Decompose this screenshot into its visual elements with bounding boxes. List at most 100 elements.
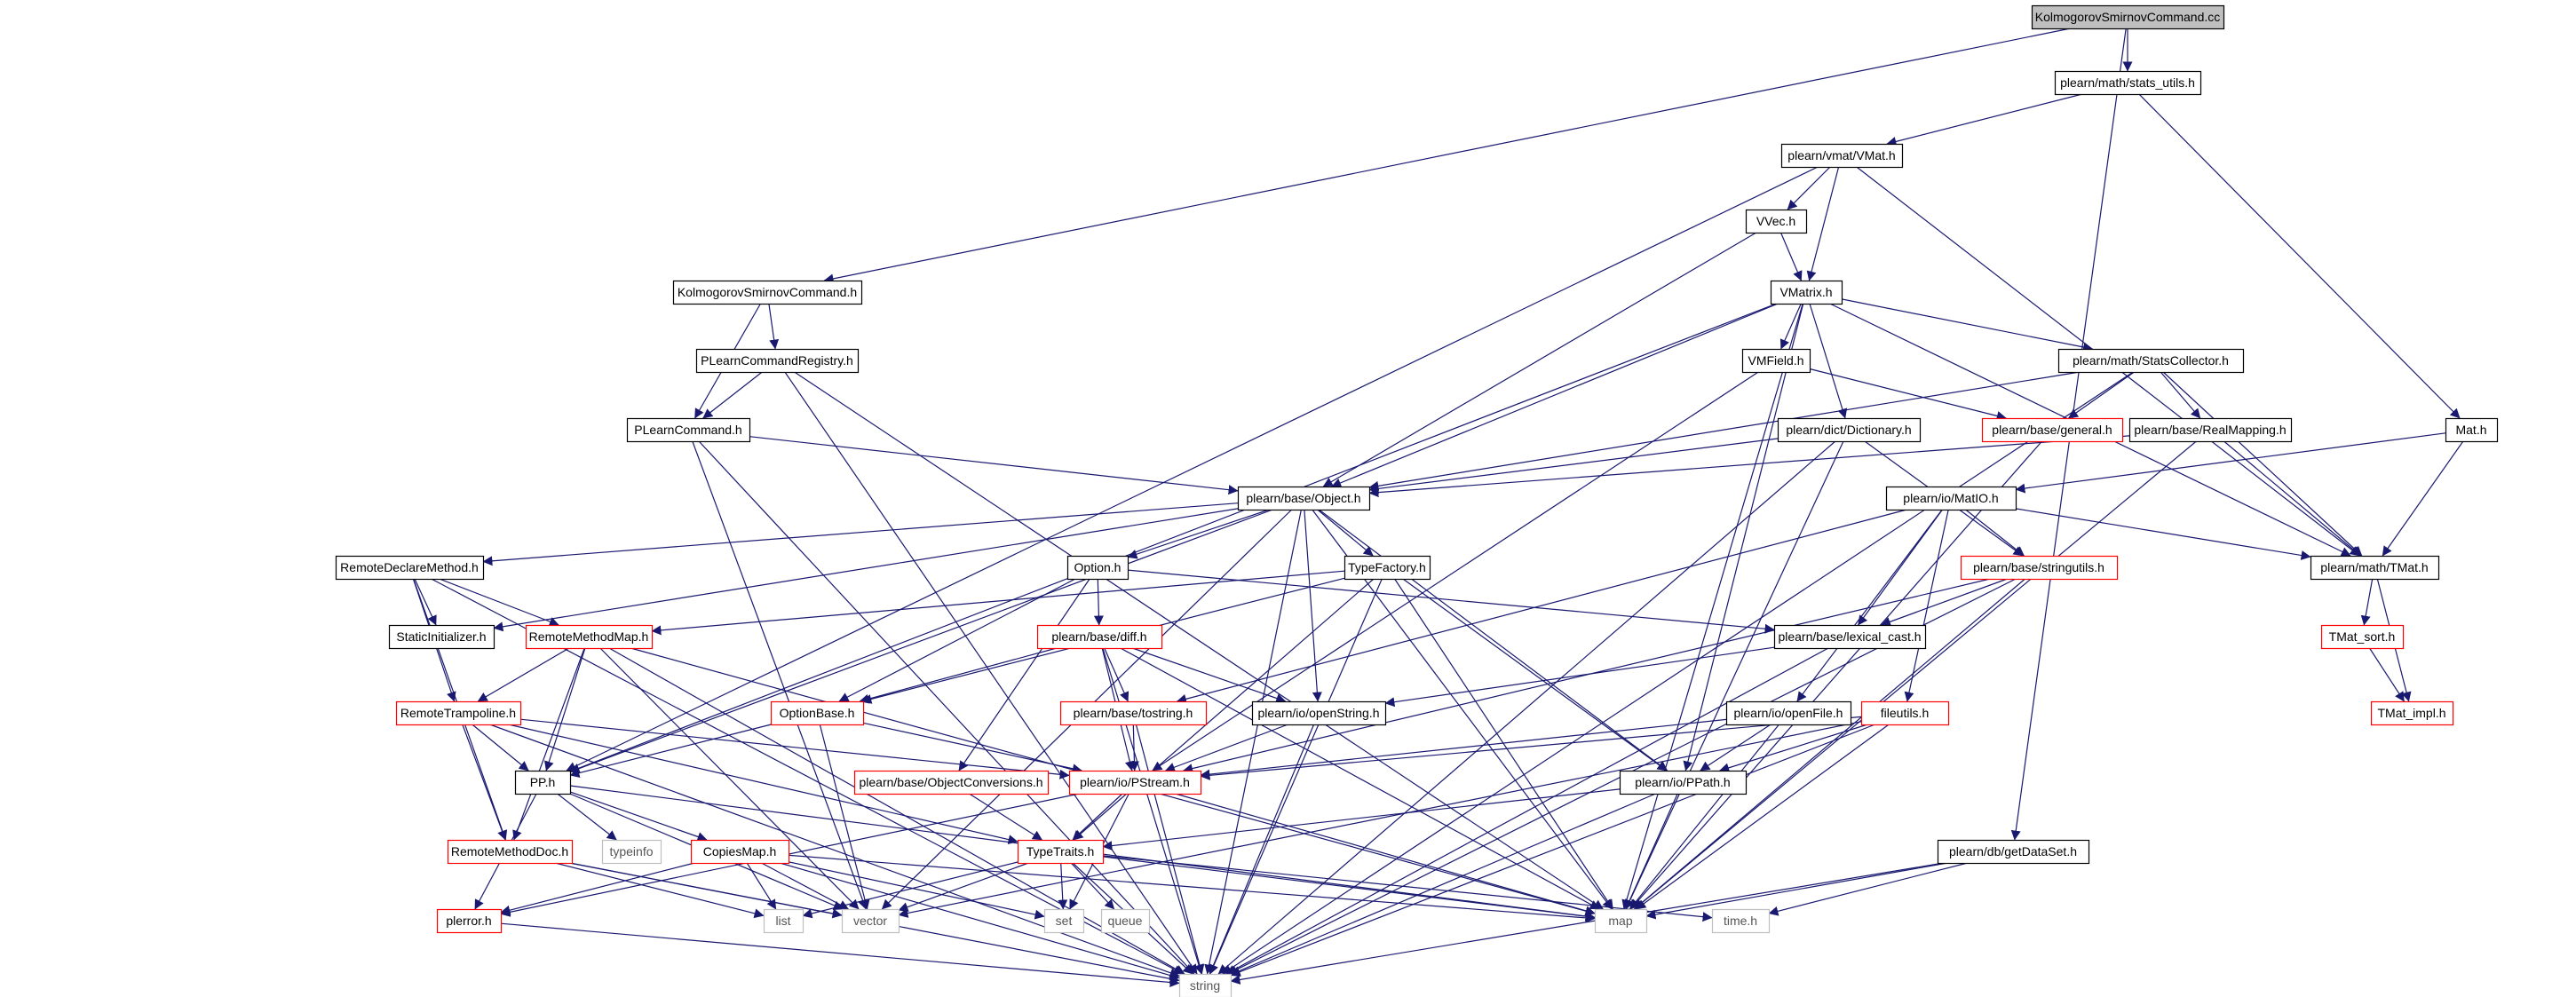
node-map[interactable]: map — [1594, 908, 1648, 934]
node-objconv[interactable]: plearn/base/ObjectConversions.h — [853, 770, 1050, 795]
edge-statscollector-to-realmapping — [2160, 371, 2201, 419]
node-ksc_h[interactable]: KolmogorovSmirnovCommand.h — [672, 280, 863, 305]
edge-openfile-to-ppath — [1700, 724, 1771, 771]
node-registry[interactable]: PLearnCommandRegistry.h — [695, 348, 860, 374]
node-list[interactable]: list — [763, 908, 805, 934]
node-pstream[interactable]: plearn/io/PStream.h — [1068, 770, 1202, 795]
edge-stats_utils-to-mat — [2138, 93, 2461, 419]
node-box — [1780, 143, 1904, 169]
edge-dictionary-to-string — [1217, 440, 1836, 975]
node-typefactory[interactable]: TypeFactory.h — [1343, 555, 1431, 581]
node-fileutils[interactable]: fileutils.h — [1860, 700, 1950, 726]
node-root[interactable]: KolmogorovSmirnovCommand.cc — [2031, 4, 2225, 30]
edge-typetraits-to-list — [802, 861, 1019, 919]
node-object[interactable]: plearn/base/Object.h — [1237, 486, 1371, 511]
node-optionbase[interactable]: OptionBase.h — [770, 700, 865, 726]
node-vmatrix[interactable]: VMatrix.h — [1770, 280, 1843, 305]
node-perror[interactable]: plerror.h — [436, 908, 503, 934]
node-label: plearn/io/openString.h — [1258, 706, 1380, 720]
node-label: list — [775, 914, 790, 928]
edge-remotemethodmap-to-string — [608, 647, 1185, 975]
node-stringutils[interactable]: plearn/base/stringutils.h — [1960, 555, 2119, 581]
node-realmapping[interactable]: plearn/base/RealMapping.h — [2128, 417, 2293, 443]
node-remotetrampoline[interactable]: RemoteTrampoline.h — [395, 700, 522, 726]
edge-diff-to-tostring — [1104, 647, 1129, 702]
node-queue[interactable]: queue — [1100, 908, 1151, 934]
node-remotemethodmap[interactable]: RemoteMethodMap.h — [525, 624, 654, 650]
edge-object-to-pp — [569, 509, 1273, 773]
node-typeinfo[interactable]: typeinfo — [601, 839, 662, 865]
edge-object-to-string — [1204, 509, 1302, 975]
edge-diff-to-openstring — [1132, 647, 1287, 703]
node-option[interactable]: Option.h — [1066, 555, 1129, 581]
node-typetraits[interactable]: TypeTraits.h — [1017, 839, 1105, 865]
node-diff[interactable]: plearn/base/diff.h — [1036, 624, 1163, 650]
edge-object-to-ppath — [1318, 509, 1668, 771]
node-mat[interactable]: Mat.h — [2445, 417, 2499, 443]
edge-fileutils-to-pstream — [1200, 716, 1862, 780]
edge-remotedeclare-to-remotemethodmap — [439, 578, 559, 627]
node-remotemethoddoc[interactable]: RemoteMethodDoc.h — [447, 839, 574, 865]
node-time[interactable]: time.h — [1711, 908, 1771, 934]
node-matio[interactable]: plearn/io/MatIO.h — [1885, 486, 2017, 511]
node-vvec[interactable]: VVec.h — [1745, 209, 1808, 234]
edge-matio-to-lexicalcast — [1858, 509, 1943, 626]
node-tostring[interactable]: plearn/base/tostring.h — [1059, 700, 1208, 726]
node-string[interactable]: string — [1178, 973, 1233, 997]
edge-object-to-staticinit — [493, 508, 1239, 632]
node-label: TypeTraits.h — [1026, 844, 1095, 859]
node-remotedeclare[interactable]: RemoteDeclareMethod.h — [335, 555, 485, 581]
edge-object-to-typefactory — [1317, 509, 1374, 557]
node-general[interactable]: plearn/base/general.h — [1981, 417, 2124, 443]
edge-fileutils-to-string — [1230, 724, 1875, 977]
node-tmat[interactable]: plearn/math/TMat.h — [2310, 555, 2440, 581]
edge-copiesmap-to-perror — [500, 862, 695, 915]
edge-ppath-to-typetraits — [1102, 788, 1621, 851]
node-label: fileutils.h — [1881, 706, 1929, 720]
node-box — [1777, 417, 1922, 443]
node-pp[interactable]: PP.h — [514, 770, 572, 795]
node-ppath[interactable]: plearn/io/PPath.h — [1619, 770, 1748, 795]
node-label: Option.h — [1074, 560, 1122, 574]
node-box — [1885, 486, 2017, 511]
edge-vmatrix-to-map — [1621, 303, 1803, 910]
edge-typefactory-to-typetraits — [1073, 578, 1375, 841]
edge-typefactory-to-remotemethodmap — [651, 570, 1345, 636]
node-statscollector[interactable]: plearn/math/StatsCollector.h — [2057, 348, 2245, 374]
node-box — [1770, 280, 1843, 305]
edge-openstring-to-string — [1209, 724, 1315, 975]
edge-vmfield-to-general — [1809, 368, 2007, 421]
node-vector[interactable]: vector — [841, 908, 900, 934]
edge-vmfield-to-pstream — [1152, 371, 1759, 771]
edge-remotemethodmap-to-remotemethoddoc — [512, 647, 585, 841]
node-dictionary[interactable]: plearn/dict/Dictionary.h — [1777, 417, 1922, 443]
node-getdataset[interactable]: plearn/db/getDataSet.h — [1937, 839, 2090, 865]
node-copiesmap[interactable]: CopiesMap.h — [690, 839, 790, 865]
edge-vmatrix-to-vmfield — [1779, 303, 1802, 350]
edge-realmapping-to-tmat — [2223, 440, 2361, 557]
node-label: plearn/dict/Dictionary.h — [1786, 423, 1911, 437]
node-vmfield[interactable]: VMField.h — [1741, 348, 1811, 374]
node-vmat[interactable]: plearn/vmat/VMat.h — [1780, 143, 1904, 169]
node-stats_utils[interactable]: plearn/math/stats_utils.h — [2054, 70, 2202, 96]
edge-statscollector-to-general — [2068, 371, 2135, 419]
node-openfile[interactable]: plearn/io/openFile.h — [1725, 700, 1852, 726]
node-label: plearn/math/StatsCollector.h — [2073, 353, 2229, 368]
node-box — [2054, 70, 2202, 96]
node-set[interactable]: set — [1043, 908, 1085, 934]
node-lexicalcast[interactable]: plearn/base/lexical_cast.h — [1773, 624, 1927, 650]
edge-lexicalcast-to-openstring — [1384, 646, 1775, 708]
node-label: TMat_sort.h — [2329, 629, 2396, 644]
node-plcommand[interactable]: PLearnCommand.h — [626, 417, 751, 443]
node-staticinit[interactable]: StaticInitializer.h — [388, 624, 495, 650]
node-label: RemoteDeclareMethod.h — [340, 560, 479, 574]
node-tmatsort[interactable]: TMat_sort.h — [2320, 624, 2405, 650]
edge-copiesmap-to-map — [788, 854, 1596, 923]
node-label: time.h — [1724, 914, 1757, 928]
edge-vmatrix-to-ppath — [1683, 303, 1804, 771]
node-openstring[interactable]: plearn/io/openString.h — [1251, 700, 1387, 726]
node-tmatimpl[interactable]: TMat_impl.h — [2370, 700, 2454, 726]
edge-option-to-lexicalcast — [1127, 569, 1775, 634]
edge-vvec-to-vmatrix — [1779, 232, 1803, 281]
